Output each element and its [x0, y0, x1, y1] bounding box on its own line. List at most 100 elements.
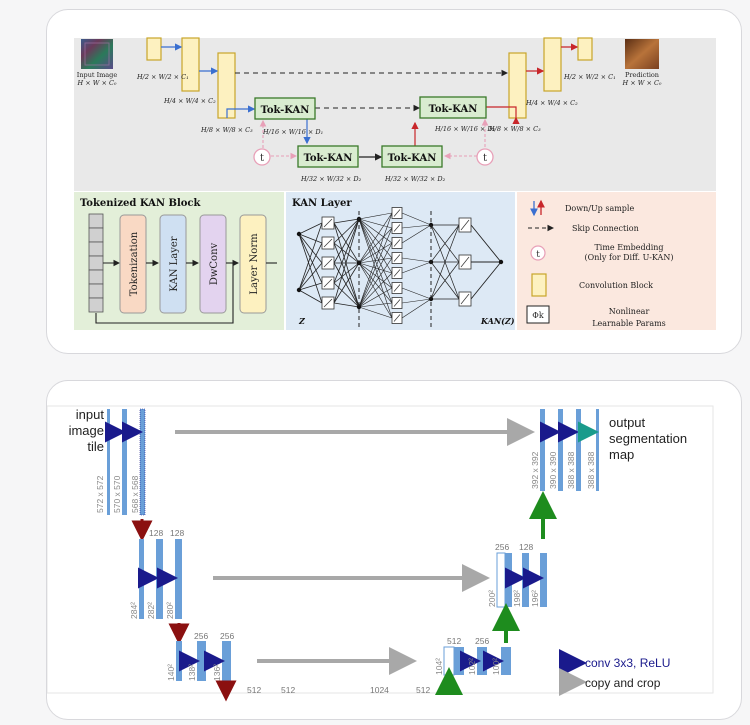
conv-block-icon	[531, 273, 547, 297]
input-image	[81, 39, 113, 69]
dwconv-stage	[199, 214, 227, 314]
size-label: 196²	[530, 590, 540, 607]
kan-node	[356, 304, 362, 310]
stage-label: DwConv	[209, 242, 220, 285]
legend-conv: conv 3x3, ReLU	[585, 656, 670, 670]
legend-copy: copy and crop	[585, 676, 661, 690]
conv-block-enc1	[146, 37, 162, 61]
size-label: 140²	[166, 664, 176, 681]
tok-kan-enc1	[254, 97, 316, 120]
channel-label: 128	[170, 528, 184, 538]
channel-label: 256	[220, 631, 234, 641]
conv-block-dec1	[577, 37, 593, 61]
size-label: 570 x 570	[112, 475, 122, 513]
dim-c2-left: H/4 × W/4 × C₂	[163, 97, 216, 105]
channel-label: 1024	[370, 685, 389, 695]
time-symbol: t	[483, 153, 487, 164]
size-label: 388 x 388	[566, 451, 576, 489]
conv-block-enc3	[217, 52, 236, 119]
input-image-label: Input Image	[77, 71, 118, 79]
channel-label: 512	[281, 685, 295, 695]
stage-label: KAN Layer	[169, 236, 180, 291]
size-label: 568 x 568	[130, 475, 140, 513]
tok-kan-dec1	[419, 96, 487, 119]
size-label: 392 x 392	[530, 451, 540, 489]
tokenization-stage	[119, 214, 147, 314]
stage-label: Tokenization	[129, 231, 140, 296]
size-label: 100²	[491, 658, 501, 675]
kan-output-label: KAN(Z)	[480, 316, 515, 326]
ukan-card: Input Image H × W × C₀ Prediction H × W …	[46, 9, 742, 354]
legend-skip: Skip Connection	[572, 224, 639, 233]
phi-icon	[526, 305, 550, 324]
dim-d1-right: H/16 × W/16 × D₁	[434, 125, 495, 133]
tok-kan-dec2	[381, 145, 443, 168]
tok-kan-label: Tok-KAN	[261, 105, 310, 116]
time-symbol: t	[260, 153, 264, 164]
channel-label: 128	[519, 542, 533, 552]
channel-label: 128	[149, 528, 163, 538]
legend-conv: Convolution Block	[579, 281, 653, 290]
unet-card: input image tile output segmentation map…	[46, 380, 742, 720]
tok-kan-label: Tok-KAN	[388, 153, 437, 164]
legend-time-line1: Time Embedding	[594, 243, 663, 252]
size-label: 102²	[467, 658, 477, 675]
kan-node	[296, 287, 302, 293]
dim-c1-right: H/2 × W/2 × C₁	[563, 73, 616, 81]
size-label: 388 x 388	[586, 451, 596, 489]
input-label-line3: tile	[87, 439, 104, 454]
channel-label: 256	[194, 631, 208, 641]
dim-c1-left: H/2 × W/2 × C₁	[136, 73, 189, 81]
dim-d2-right: H/32 × W/32 × D₂	[384, 175, 446, 183]
dim-d2-left: H/32 × W/32 × D₂	[300, 175, 362, 183]
time-embedding-right	[476, 148, 494, 166]
legend-nonlinear-line1: Nonlinear	[609, 307, 650, 316]
prediction-image	[625, 39, 659, 69]
size-label: 138²	[187, 664, 197, 681]
output-label-line3: map	[609, 447, 634, 462]
phi-symbol: Φk	[532, 311, 544, 320]
legend-down-up: Down/Up sample	[565, 204, 634, 213]
level1-bars	[107, 409, 599, 515]
legend-panel	[517, 192, 716, 330]
size-label: 572 x 572	[95, 475, 105, 513]
time-symbol: t	[536, 250, 540, 260]
dim-c3-left: H/8 × W/8 × C₃	[200, 126, 253, 134]
output-label-line1: output	[609, 415, 646, 430]
size-label: 280²	[165, 602, 175, 619]
kan-node	[498, 259, 504, 265]
size-label: 390 x 390	[548, 451, 558, 489]
output-label-line2: segmentation	[609, 431, 687, 446]
kan-network	[296, 207, 504, 324]
size-label: 200²	[487, 590, 497, 607]
tok-kan-label: Tok-KAN	[429, 104, 478, 115]
size-label: 284²	[129, 602, 139, 619]
layer-norm-stage	[239, 214, 267, 314]
conv-block-enc2	[181, 37, 200, 92]
kan-input-label: Z	[298, 316, 306, 326]
conv-block-dec3	[508, 52, 527, 119]
architecture-panel	[74, 38, 716, 191]
channel-label: 512	[447, 636, 461, 646]
legend-time-line2: (Only for Diff. U-KAN)	[585, 253, 674, 262]
conv-blocks	[146, 37, 593, 119]
size-label: 136²	[212, 664, 222, 681]
unet-diagram: input image tile output segmentation map…	[47, 405, 714, 702]
size-label: 104²	[434, 658, 444, 675]
tokenized-kan-block-title: Tokenized KAN Block	[80, 198, 202, 209]
kan-layer-stage	[159, 214, 187, 314]
prediction-dims: H × W × C₀	[621, 79, 661, 87]
dim-d1-left: H/16 × W/16 × D₁	[262, 128, 323, 136]
input-image-dims: H × W × C₀	[76, 79, 116, 87]
kan-node	[296, 231, 302, 237]
tok-kan-enc2	[297, 145, 359, 168]
tok-kan-label: Tok-KAN	[304, 153, 353, 164]
legend-nonlinear-line2: Learnable Params	[592, 319, 666, 328]
conv-block-dec2	[543, 37, 562, 92]
channel-label: 256	[475, 636, 489, 646]
stage-label: Layer Norm	[249, 233, 260, 295]
kan-layer-title: KAN Layer	[292, 198, 352, 209]
prediction-label: Prediction	[625, 71, 659, 79]
size-label: 282²	[146, 602, 156, 619]
input-label-line2: image	[69, 423, 104, 438]
